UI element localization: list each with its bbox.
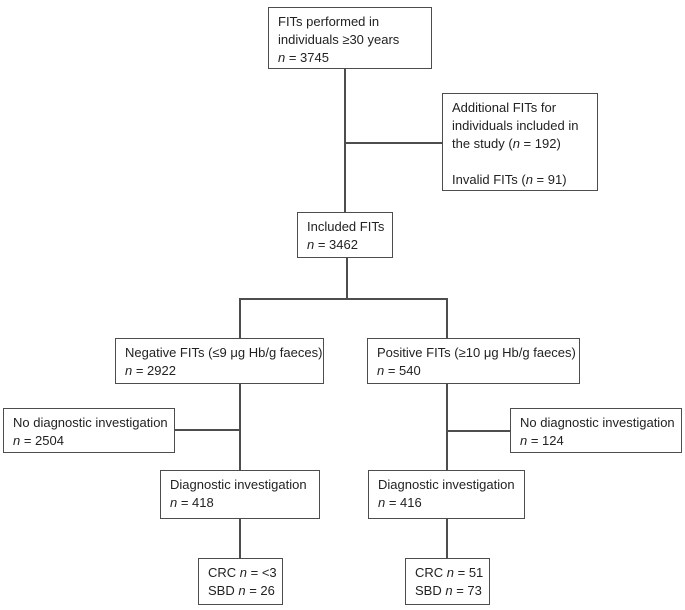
box-text-line: No diagnostic investigation [13,415,168,430]
connector-diagnostic-to-outcome-negative [239,519,241,558]
box-fits-performed: FITs performed in individuals ≥30 years n … [268,7,432,69]
box-text-line: Invalid FITs (n = 91) [452,172,567,187]
connector-included-down [346,258,348,298]
box-text-line: n = 3745 [278,50,329,65]
box-outcomes-positive-arm: CRC n = 51 SBD n = 73 [405,558,490,605]
box-additional-invalid-fits: Additional FITs for individuals included … [442,93,598,191]
box-text-line: Diagnostic investigation [378,477,515,492]
box-diagnostic-investigation-positive: Diagnostic investigation n = 416 [368,470,525,519]
box-text-line: CRC n = <3 [208,565,277,580]
box-text-line: n = 124 [520,433,564,448]
box-included-fits: Included FITs n = 3462 [297,212,393,258]
box-no-diagnostic-investigation-negative: No diagnostic investigation n = 2504 [3,408,175,453]
box-text-line: SBD n = 26 [208,583,275,598]
box-text-line: Negative FITs (≤9 μg Hb/g faeces) [125,345,323,360]
box-text-line: n = 2504 [13,433,64,448]
box-negative-fits: Negative FITs (≤9 μg Hb/g faeces) n = 292… [115,338,324,384]
box-text-line: individuals ≥30 years [278,32,400,47]
connector-branch-no-diag-positive [446,430,510,432]
box-no-diagnostic-investigation-positive: No diagnostic investigation n = 124 [510,408,682,453]
box-text-line: the study (n = 192) [452,136,561,151]
box-text-line: CRC n = 51 [415,565,484,580]
box-text-line: SBD n = 73 [415,583,482,598]
connector-diagnostic-to-outcome-positive [446,519,448,558]
connector-positive-to-diagnostic [446,384,448,470]
box-text-line: Included FITs [307,219,385,234]
connector-top-to-included [344,69,346,212]
box-text-line: n = 540 [377,363,421,378]
box-text-line: Positive FITs (≥10 μg Hb/g faeces) [377,345,576,360]
connector-negative-to-diagnostic [239,384,241,470]
connector-split-bar [239,298,448,300]
box-text-line: n = 418 [170,495,214,510]
box-outcomes-negative-arm: CRC n = <3 SBD n = 26 [198,558,283,605]
connector-split-to-negative [239,298,241,338]
box-text-line: individuals included in [452,118,579,133]
box-text-line: No diagnostic investigation [520,415,675,430]
connector-split-to-positive [446,298,448,338]
box-text-line: Diagnostic investigation [170,477,307,492]
box-text-line: n = 2922 [125,363,176,378]
box-text-line [452,153,588,171]
box-text-line: Additional FITs for [452,100,557,115]
box-text-line: n = 3462 [307,237,358,252]
box-text-line: FITs performed in [278,14,380,29]
connector-branch-to-additional [344,142,442,144]
box-positive-fits: Positive FITs (≥10 μg Hb/g faeces) n = 54… [367,338,580,384]
box-text-line: n = 416 [378,495,422,510]
connector-branch-no-diag-negative [175,429,239,431]
box-diagnostic-investigation-negative: Diagnostic investigation n = 418 [160,470,320,519]
